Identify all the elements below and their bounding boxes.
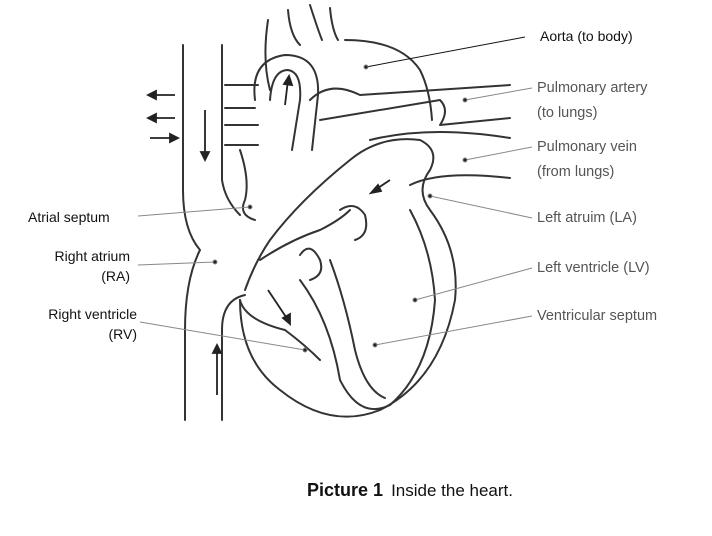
aorta xyxy=(264,4,433,121)
label-line: (RA) xyxy=(101,268,130,284)
heart-outline xyxy=(239,138,457,418)
label-ventricular-septum: Ventricular septum xyxy=(537,308,658,324)
pulmonary-artery xyxy=(309,84,511,126)
label-left-atrium: Left atruim (LA) xyxy=(537,210,637,226)
label-line: Right ventricle xyxy=(48,306,137,322)
pulmonary-vein xyxy=(369,131,511,186)
label-pulmonary-vein: Pulmonary vein (from lungs) xyxy=(537,135,637,185)
label-right-ventricle: Right ventricle (RV) xyxy=(10,304,137,344)
label-right-atrium: Right atrium (RA) xyxy=(20,246,130,286)
label-line: Pulmonary artery xyxy=(537,80,648,96)
label-line: (RV) xyxy=(108,326,137,342)
atrial-septum xyxy=(239,149,256,221)
ventricular-septum xyxy=(329,259,386,399)
label-line: (from lungs) xyxy=(537,164,615,180)
label-line: (to lungs) xyxy=(537,105,598,121)
vena-cava xyxy=(182,44,246,421)
label-pulmonary-artery: Pulmonary artery (to lungs) xyxy=(537,76,647,126)
label-left-ventricle: Left ventricle (LV) xyxy=(537,260,650,276)
figure-caption: Picture 1 Inside the heart. xyxy=(0,480,712,501)
label-atrial-septum: Atrial septum xyxy=(28,209,110,225)
caption-text: Inside the heart. xyxy=(391,481,513,500)
caption-number: Picture 1 xyxy=(307,480,384,500)
label-line: Right atrium xyxy=(54,248,130,264)
label-aorta: Aorta (to body) xyxy=(540,28,633,44)
label-line: Pulmonary vein xyxy=(537,139,637,155)
